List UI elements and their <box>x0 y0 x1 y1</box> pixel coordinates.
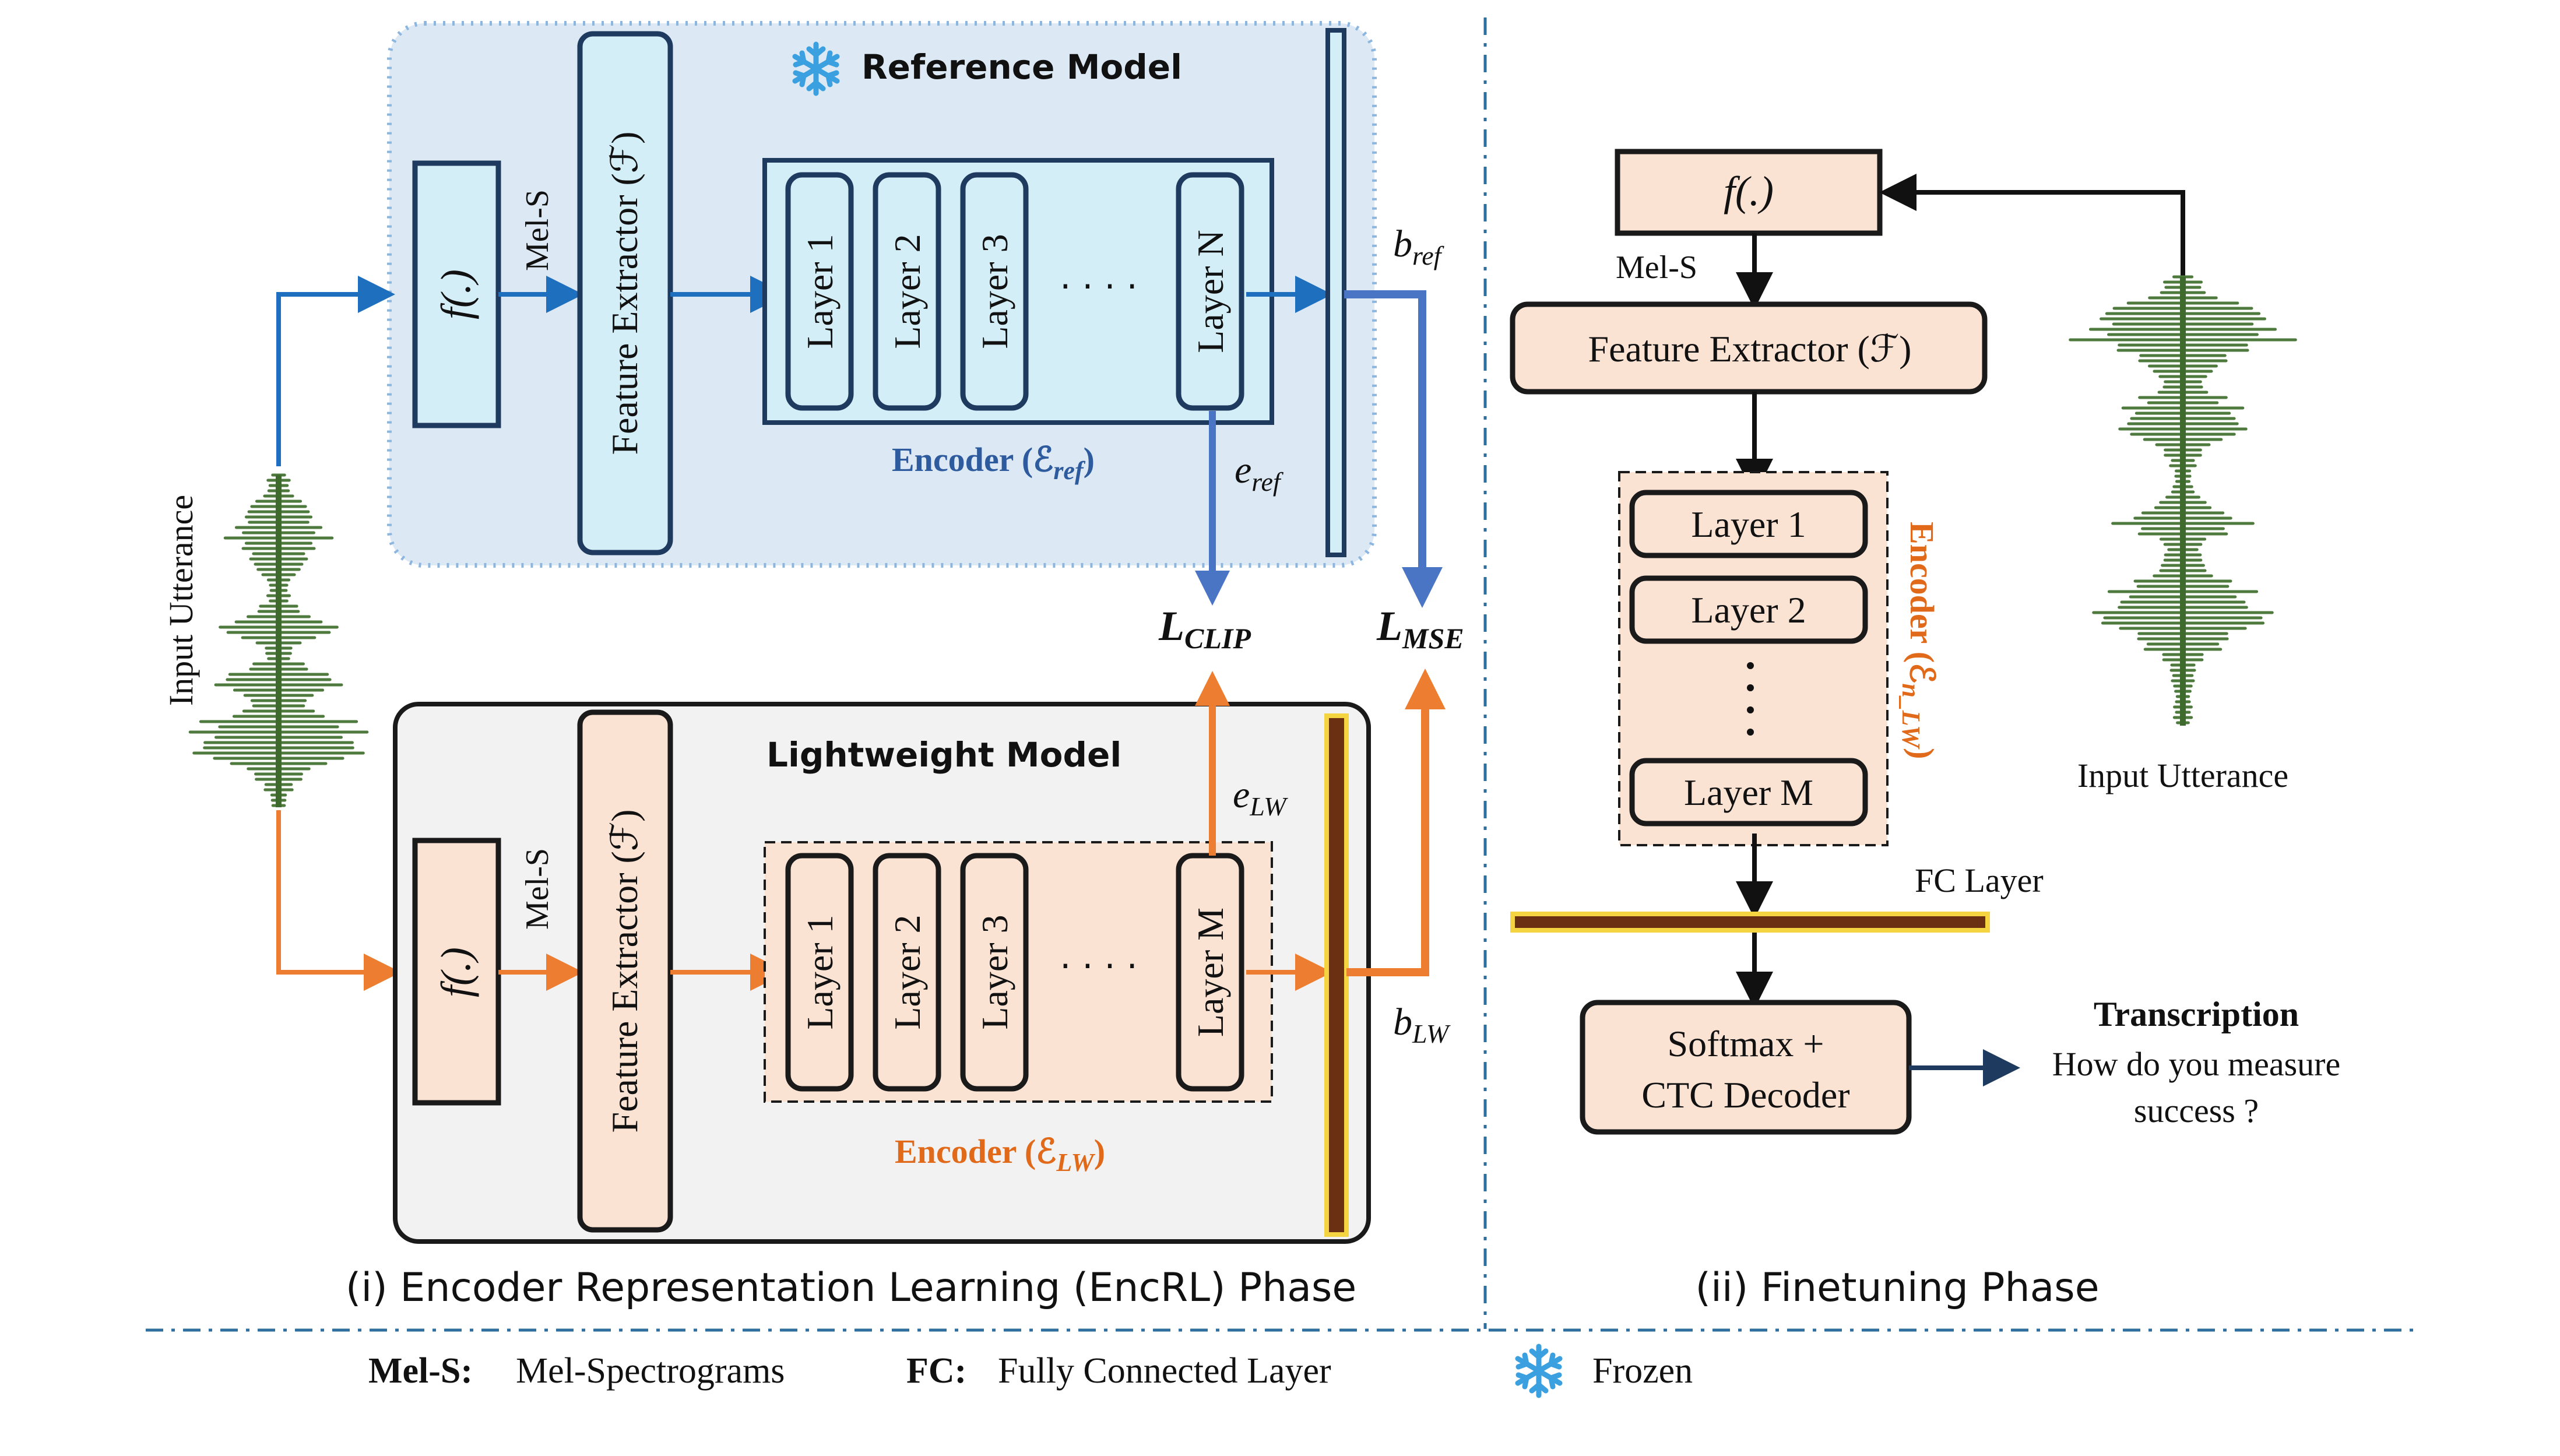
transcription-title: Transcription <box>2094 995 2299 1033</box>
ft-f-label: f(.) <box>1724 168 1774 214</box>
finetuning-panel: f(.) Mel-S Feature Extractor (ℱ) Layer 1… <box>1510 149 2341 1135</box>
ref-pooling-bar <box>1325 28 1346 557</box>
ref-layer-box-4 <box>1176 172 1244 411</box>
ft-f-box <box>1615 149 1883 236</box>
lw-layer-label-1: Layer 1 <box>799 915 841 1029</box>
ft-encoder-layers: Layer 1 Layer 2 Layer M <box>1629 490 1868 827</box>
ref-layer-box-1 <box>785 172 854 411</box>
lw-pooling-bar <box>1324 713 1349 1237</box>
ft-layer-label-3: Layer M <box>1684 772 1813 813</box>
legend: Mel-S: Mel-Spectrograms FC: Fully Connec… <box>368 1346 1693 1395</box>
legend-fc-key: FC: <box>906 1351 966 1391</box>
ft-layer-box-3 <box>1629 758 1868 827</box>
b-ref-label: bref <box>1393 223 1445 270</box>
lw-feature-extractor-label: Feature Extractor (ℱ) <box>604 810 645 1133</box>
waveform-left <box>188 473 369 807</box>
lw-layer-box-1 <box>785 853 854 1092</box>
input-arrow-to-lw <box>276 810 401 991</box>
b-lw-label: bLW <box>1393 1001 1451 1049</box>
waveform-right <box>2069 275 2297 726</box>
ft-feature-extractor-box <box>1510 301 1988 395</box>
ft-vertical-dots <box>1747 662 1754 736</box>
lw-encoder-dots: · · · · <box>1060 946 1138 987</box>
e-ref-label: eref <box>1235 449 1284 497</box>
ft-encoder-label: Encoder (ℰn_LW) <box>1897 522 1941 759</box>
lightweight-model-panel: Lightweight Model f(.) Mel-S Feature Ext… <box>393 702 1371 1244</box>
lw-b-arrow <box>1346 669 1446 976</box>
legend-snowflake-icon <box>1518 1346 1560 1395</box>
reference-model-panel: Reference Model f(.) Mel-S Feature Extra… <box>387 21 1377 568</box>
ref-f-box <box>412 160 501 428</box>
ref-layer-box-3 <box>960 172 1029 411</box>
phase1-title: (i) Encoder Representation Learning (Enc… <box>346 1265 1356 1311</box>
ref-layer-label-3: Layer 3 <box>974 234 1015 349</box>
legend-mels-value: Mel-Spectrograms <box>516 1351 785 1391</box>
input-utterance-left-label: Input Utterance <box>162 495 200 706</box>
fc-layer-label: FC Layer <box>1915 861 2044 899</box>
reference-model-title: Reference Model <box>861 47 1182 87</box>
loss-clip-label: LCLIP <box>1158 603 1251 655</box>
lw-layer-label-4: Layer M <box>1190 908 1231 1037</box>
lw-layer-box-3 <box>960 853 1029 1092</box>
ref-layer-box-2 <box>873 172 941 411</box>
ref-encoder-label: Encoder (ℰref) <box>892 441 1095 485</box>
lw-encoder-label: Encoder (ℰLW) <box>895 1133 1105 1177</box>
lw-layer-label-3: Layer 3 <box>974 915 1015 1029</box>
lw-f-box <box>412 838 501 1106</box>
ft-layer-label-2: Layer 2 <box>1691 589 1806 631</box>
phase2-title: (ii) Finetuning Phase <box>1695 1265 2099 1311</box>
ref-layer-label-2: Layer 2 <box>887 234 928 349</box>
svg-text:Encoder (ℰn_LW): Encoder (ℰn_LW) <box>1897 522 1941 759</box>
input-arrow-to-ref <box>276 276 395 466</box>
input-utterance-right-label: Input Utterance <box>2077 757 2288 794</box>
ft-mel-s-label: Mel-S <box>1616 249 1697 286</box>
legend-mels-key: Mel-S: <box>368 1351 473 1391</box>
ref-encoder-layers: Layer 1 Layer 2 Layer 3 Layer N <box>785 172 1244 411</box>
lw-layer-box-2 <box>873 853 941 1092</box>
svg-text:Encoder (ℰref): Encoder (ℰref) <box>892 441 1095 485</box>
lw-layer-label-2: Layer 2 <box>887 915 928 1029</box>
ref-encoder-dots: · · · · <box>1060 266 1138 307</box>
ref-feature-extractor-label: Feature Extractor (ℱ) <box>604 132 645 455</box>
e-lw-label: eLW <box>1233 773 1288 821</box>
ft-layer-label-1: Layer 1 <box>1691 504 1806 545</box>
ft-layer-box-1 <box>1629 490 1868 558</box>
transcription-line2: success ? <box>2134 1092 2259 1130</box>
legend-fc-value: Fully Connected Layer <box>998 1351 1331 1391</box>
ft-feature-extractor-label: Feature Extractor (ℱ) <box>1588 328 1912 370</box>
ref-mel-s-label: Mel-S <box>519 189 555 271</box>
legend-frozen: Frozen <box>1592 1351 1693 1391</box>
lightweight-model-title: Lightweight Model <box>766 735 1121 775</box>
ft-input-arrow <box>1879 174 2185 277</box>
ft-layer-box-2 <box>1629 575 1868 644</box>
ref-layer-label-1: Layer 1 <box>799 234 841 349</box>
ref-b-arrow <box>1344 290 1443 608</box>
loss-mse-label: LMSE <box>1376 603 1464 655</box>
decoder-line1: Softmax + <box>1668 1023 1824 1064</box>
ref-f-label: f(.) <box>432 269 479 319</box>
transcription-line1: How do you measure <box>2052 1045 2341 1083</box>
fc-layer-bar <box>1510 912 1990 933</box>
svg-text:Encoder (ℰLW): Encoder (ℰLW) <box>895 1133 1105 1177</box>
lw-f-label: f(.) <box>432 947 479 997</box>
lw-encoder-layers: Layer 1 Layer 2 Layer 3 Layer M <box>785 853 1244 1092</box>
lw-mel-s-label: Mel-S <box>519 848 555 930</box>
ref-layer-label-4: Layer N <box>1190 230 1231 353</box>
decoder-line2: CTC Decoder <box>1641 1074 1849 1116</box>
